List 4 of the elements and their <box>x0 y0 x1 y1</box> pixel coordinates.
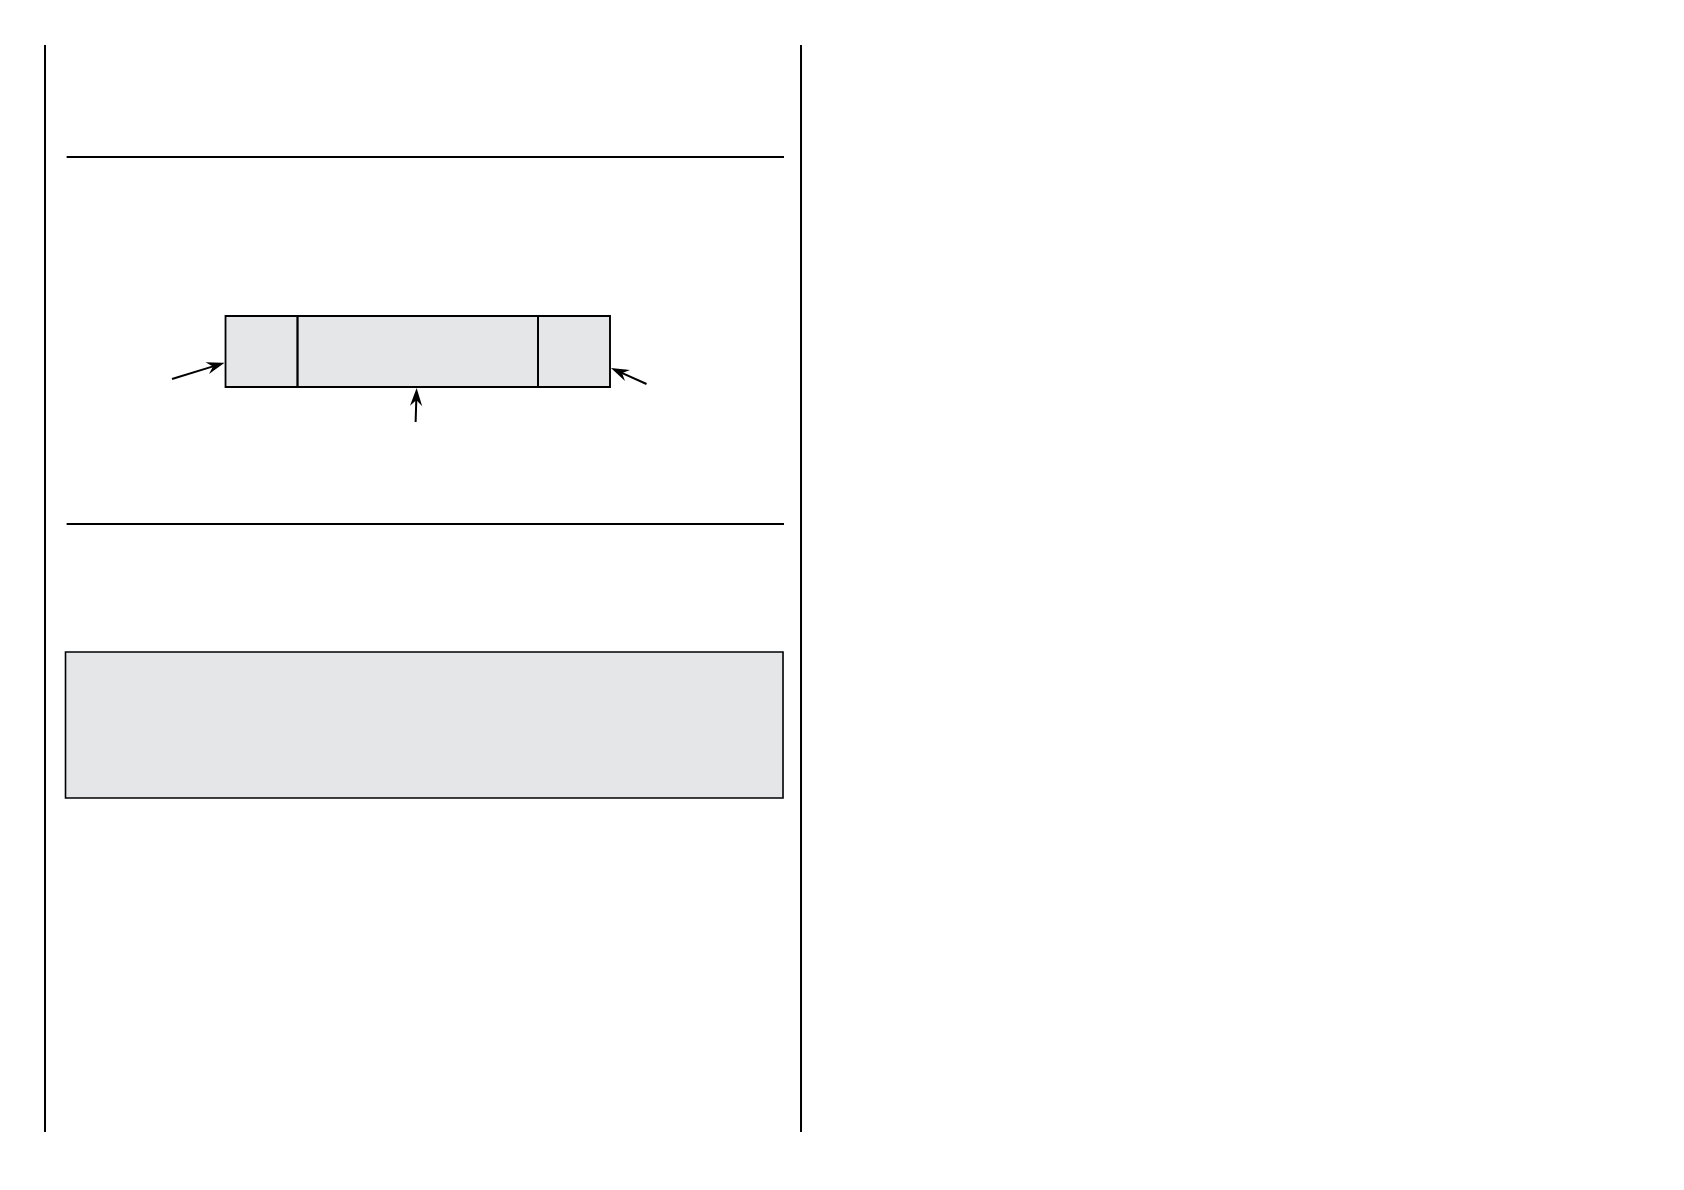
bar-segment <box>224 315 299 388</box>
bar <box>225 315 611 388</box>
bar-segment <box>537 315 611 388</box>
bar-segment <box>296 315 539 388</box>
